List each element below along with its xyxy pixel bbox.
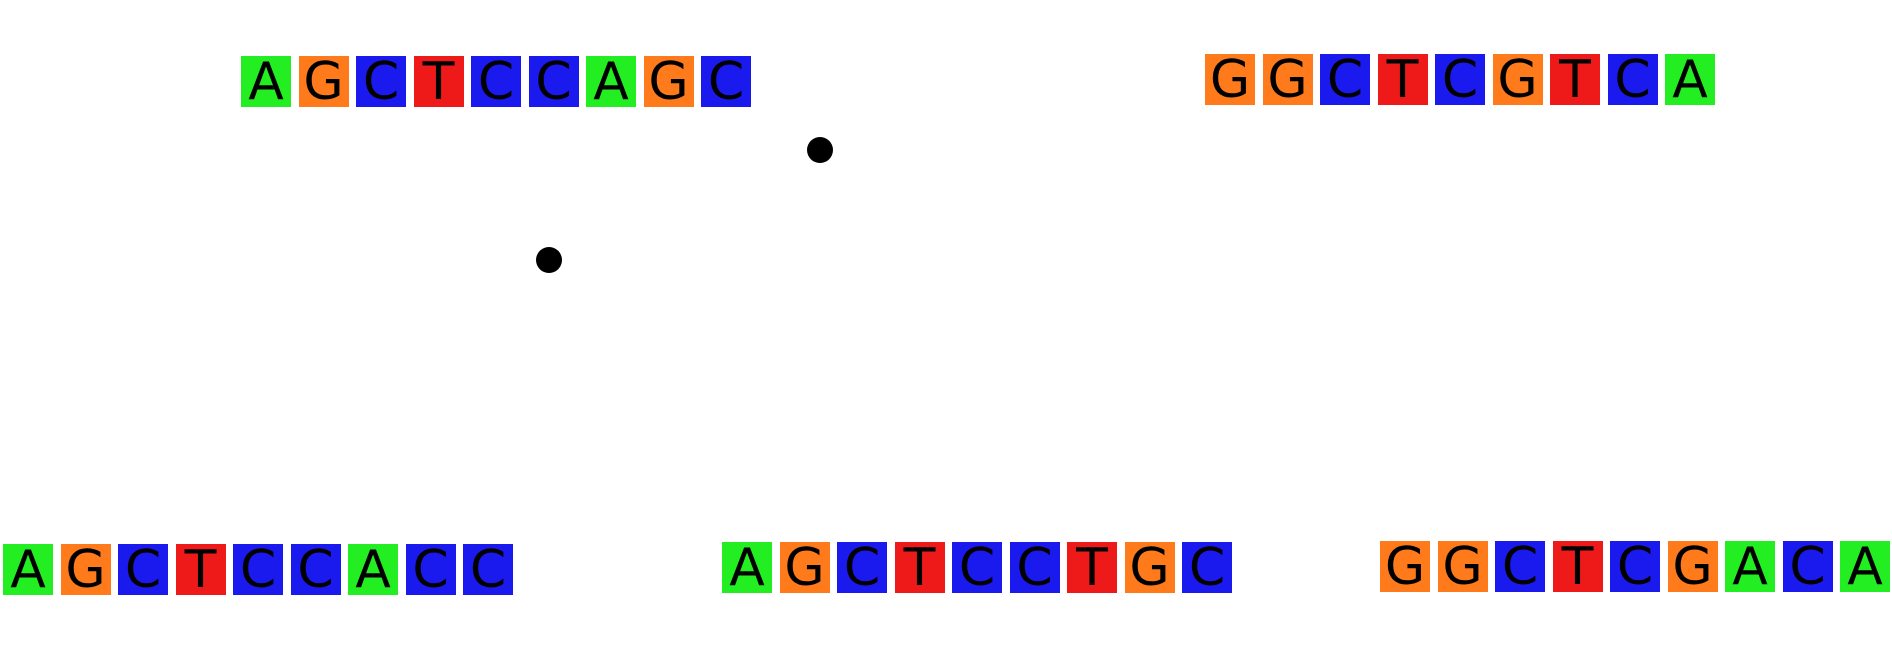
dot-marker: [807, 137, 833, 163]
base-tile-a: A: [586, 56, 636, 108]
base-tile-a: A: [722, 542, 772, 594]
base-tile-c: C: [701, 56, 751, 108]
base-tile-c: C: [118, 544, 168, 596]
base-tile-c: C: [356, 56, 406, 108]
base-tile-c: C: [837, 542, 887, 594]
base-tile-g: G: [1492, 54, 1543, 106]
base-tile-c: C: [1320, 54, 1370, 106]
base-tile-a: A: [1840, 541, 1890, 593]
base-tile-g: G: [643, 56, 694, 108]
base-tile-c: C: [1782, 541, 1833, 593]
base-tile-a: A: [3, 544, 53, 596]
base-tile-c: C: [1435, 54, 1485, 106]
dot-marker: [536, 247, 562, 273]
base-tile-c: C: [1610, 541, 1660, 593]
base-tile-t: T: [1067, 542, 1117, 594]
base-tile-c: C: [528, 56, 579, 108]
base-tile-c: C: [405, 544, 456, 596]
base-tile-g: G: [1380, 541, 1430, 593]
base-tile-g: G: [1667, 541, 1718, 593]
base-tile-c: C: [463, 544, 513, 596]
base-tile-a: A: [241, 56, 291, 108]
base-tile-t: T: [175, 544, 226, 596]
base-tile-c: C: [1009, 542, 1060, 594]
base-tile-c: C: [1607, 54, 1658, 106]
base-tile-g: G: [60, 544, 111, 596]
base-tile-a: A: [1665, 54, 1715, 106]
base-tile-c: C: [1182, 542, 1232, 594]
base-tile-c: C: [952, 542, 1002, 594]
base-tile-t: T: [1552, 541, 1603, 593]
base-tile-t: T: [1377, 54, 1428, 106]
base-tile-g: G: [1437, 541, 1488, 593]
base-tile-a: A: [348, 544, 398, 596]
base-tile-c: C: [233, 544, 283, 596]
base-tile-t: T: [894, 542, 945, 594]
base-tile-a: A: [1725, 541, 1775, 593]
base-tile-t: T: [1550, 54, 1600, 106]
base-tile-g: G: [1262, 54, 1313, 106]
base-tile-g: G: [1205, 54, 1255, 106]
base-tile-c: C: [1495, 541, 1545, 593]
base-tile-g: G: [1124, 542, 1175, 594]
base-tile-c: C: [471, 56, 521, 108]
base-tile-g: G: [298, 56, 349, 108]
base-tile-t: T: [413, 56, 464, 108]
base-tile-g: G: [779, 542, 830, 594]
base-tile-c: C: [290, 544, 341, 596]
